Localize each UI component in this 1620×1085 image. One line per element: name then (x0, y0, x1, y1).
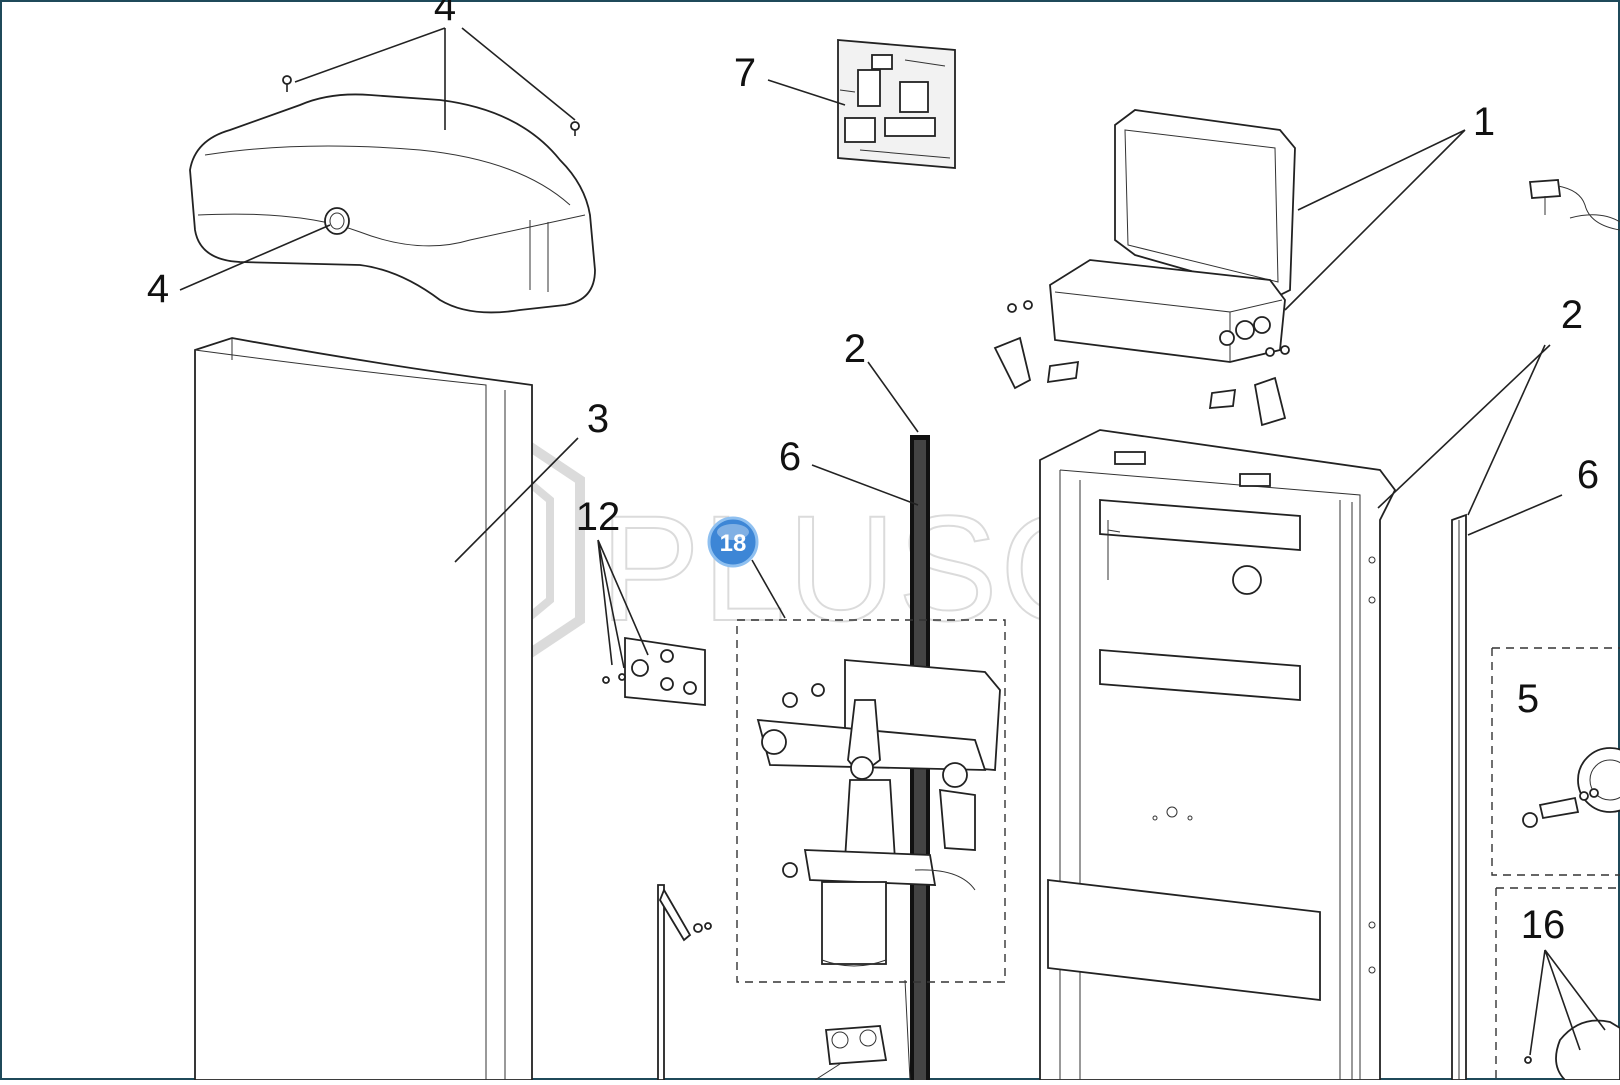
part-column-frame (1039, 344, 1551, 1081)
part-wheel-kit (1491, 647, 1620, 876)
part-lamp-kit (1495, 887, 1620, 1081)
callout-4-top: 4 (434, 0, 456, 29)
part-motor-assembly (736, 559, 1006, 983)
badge-circle[interactable] (707, 516, 759, 568)
callout-6-right: 6 (1577, 453, 1599, 497)
callout-7: 7 (734, 51, 756, 95)
callout-3: 3 (587, 397, 609, 441)
part-encoder (814, 979, 911, 1081)
part-mounting-plate (597, 539, 706, 706)
part-control-board (767, 39, 956, 169)
part-sensor-cable (1528, 179, 1620, 231)
part-top-cover (179, 27, 596, 314)
part-seal-strip-right (1451, 344, 1563, 1081)
callout-5: 5 (1517, 677, 1539, 721)
callout-16: 16 (1521, 903, 1566, 947)
part-link-arm (657, 884, 712, 1081)
badge-18[interactable]: 18 (707, 516, 759, 568)
part-control-box (993, 109, 1466, 427)
callout-12: 12 (576, 495, 621, 539)
callout-4-left: 4 (147, 267, 169, 311)
callout-1: 1 (1473, 100, 1495, 144)
callout-2-right: 2 (1561, 293, 1583, 337)
callout-6-center: 6 (779, 435, 801, 479)
part-front-panel (194, 337, 579, 1081)
callout-2-center: 2 (844, 327, 866, 371)
badge-label[interactable]: 18 (720, 530, 747, 557)
